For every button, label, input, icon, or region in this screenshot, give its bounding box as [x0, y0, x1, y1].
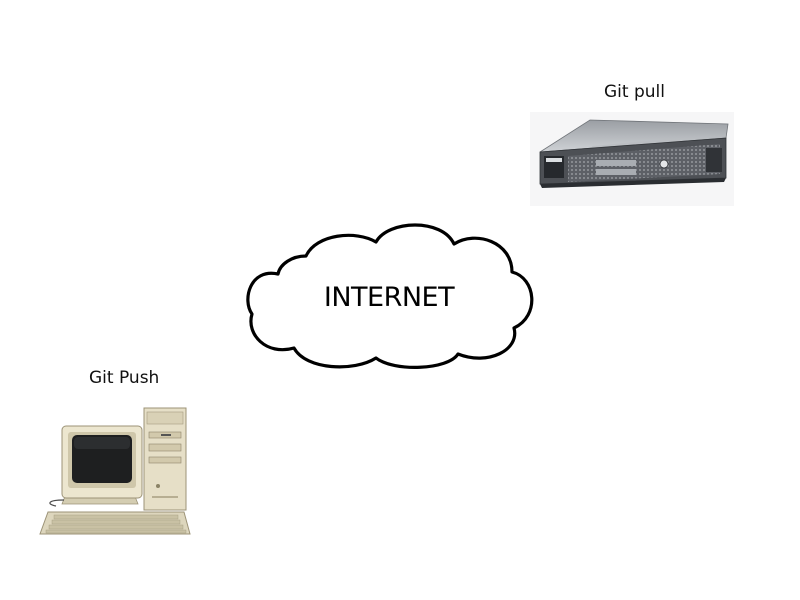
internet-label: INTERNET: [324, 282, 455, 313]
git-push-label: Git Push: [89, 368, 160, 388]
desktop-computer-icon: [39, 407, 191, 535]
server-icon: [530, 112, 734, 206]
internet-cloud: INTERNET: [246, 223, 534, 369]
git-pull-label: Git pull: [604, 82, 665, 102]
